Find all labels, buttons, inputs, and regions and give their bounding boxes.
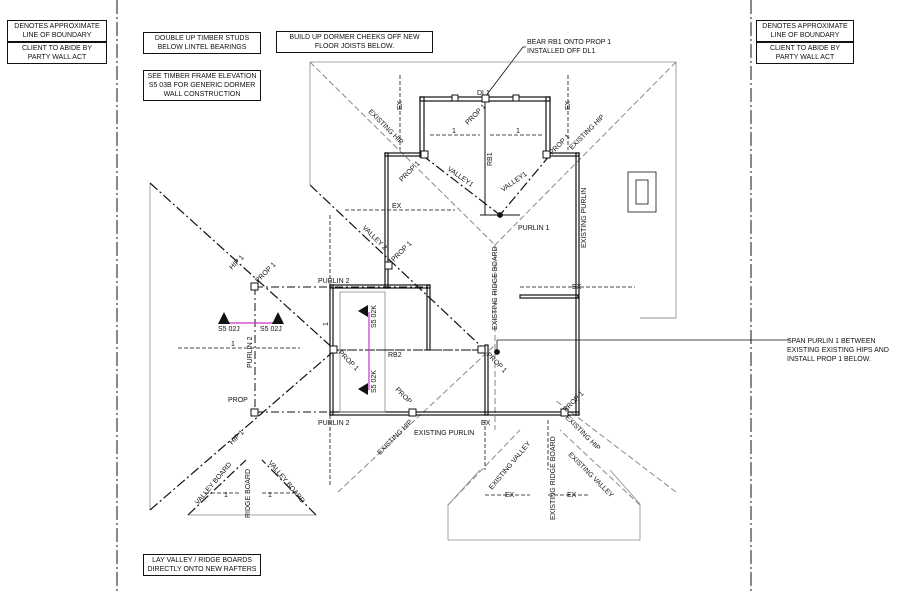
label-purlin2-bottom: PURLIN 2 xyxy=(318,420,350,427)
label-hip1-b: HIP 1 xyxy=(228,429,245,446)
rooflight xyxy=(627,171,657,213)
dimension-arrows xyxy=(178,75,635,496)
label-one-4: 1 xyxy=(224,492,228,499)
label-ex-4: EX xyxy=(565,100,572,110)
label-existing-hip-4: EXISTING HIP xyxy=(564,414,602,452)
label-s5-02j-b: S5 02J xyxy=(260,326,282,333)
section-arrow-bottom xyxy=(358,383,368,395)
label-ex-5: EX xyxy=(505,492,515,499)
boundary-lines xyxy=(116,0,752,592)
note-timber-frame: SEE TIMBER FRAME ELEVATION S5 03B FOR GE… xyxy=(143,70,261,101)
label-purlin2-side: PURLIN 2 xyxy=(247,336,254,368)
label-ex-3: EX xyxy=(397,100,404,110)
label-prop1-c: PROP 1 xyxy=(390,240,413,263)
label-s5-02k-a: S5 02K xyxy=(371,305,378,328)
section-arrow-left xyxy=(218,312,230,324)
label-valley-board-a: VALLEY BOARD xyxy=(194,461,233,506)
section-markers xyxy=(218,305,370,395)
note-lay-valley: LAY VALLEY / RIDGE BOARDS DIRECTLY ONTO … xyxy=(143,554,261,576)
label-one-5: 1 xyxy=(268,492,272,499)
label-purlin1: PURLIN 1 xyxy=(518,225,550,232)
existing-roof-outline xyxy=(149,61,677,541)
label-purlin2-top: PURLIN 2 xyxy=(318,278,350,285)
note-party-wall-right: CLIENT TO ABIDE BY PARTY WALL ACT xyxy=(756,42,854,64)
label-prop-a: PROP xyxy=(394,386,413,405)
label-rb2: RB2 xyxy=(388,352,402,359)
label-prop1-d: PROP 1 xyxy=(398,160,421,183)
note-boundary-left: DENOTES APPROXIMATE LINE OF BOUNDARY xyxy=(7,20,107,42)
label-valley2: VALLEY 2 xyxy=(361,224,388,251)
label-existing-purlin: EXISTING PURLIN xyxy=(414,430,474,437)
label-ex-6: EX xyxy=(567,492,577,499)
label-one-1: 1 xyxy=(452,128,456,135)
label-ex-2: EX xyxy=(572,284,582,291)
label-rb1: RB1 xyxy=(487,152,494,166)
label-existing-hip-3: EXISTING HIP xyxy=(376,419,414,457)
label-existing-hip-2: EXISTING HIP xyxy=(568,114,606,152)
note-party-wall-left: CLIENT TO ABIDE BY PARTY WALL ACT xyxy=(7,42,107,64)
label-existing-purlin-right: EXISTING PURLIN xyxy=(581,188,588,248)
label-existing-ridge-board-lower: EXISTING RIDGE BOARD xyxy=(550,436,557,520)
label-existing-valley-1: EXISTING VALLEY xyxy=(488,440,533,491)
label-prop1-g: PROP 1 xyxy=(464,103,487,126)
prop-nodes xyxy=(250,94,569,417)
section-arrow-right xyxy=(272,312,284,324)
note-timber-studs: DOUBLE UP TIMBER STUDS BELOW LINTEL BEAR… xyxy=(143,32,261,54)
label-valley1-b: VALLEY1 xyxy=(500,171,529,194)
note-span-purlin: SPAN PURLIN 1 BETWEEN EXISTING EXISTING … xyxy=(787,338,889,363)
label-dl1: DL1 xyxy=(477,90,490,97)
label-prop1-a: PROP 1 xyxy=(254,261,277,284)
label-ridge-board: RIDGE BOARD xyxy=(245,469,252,518)
label-prop1-f: PROP 1 xyxy=(562,390,585,413)
note-dormer-cheeks: BUILD UP DORMER CHEEKS OFF NEW FLOOR JOI… xyxy=(276,31,433,53)
section-arrow-top xyxy=(358,305,368,317)
label-one-6: 1 xyxy=(323,322,330,326)
label-s5-02k-b: S5 02K xyxy=(371,370,378,393)
label-existing-hip-1: EXISTING HIP xyxy=(367,108,405,146)
label-valley-board-b: VALLEY BOARD xyxy=(266,460,305,505)
label-ex-7: EX xyxy=(481,420,491,427)
new-hip-lines xyxy=(149,154,551,516)
label-valley1-a: VALLEY1 xyxy=(446,166,475,189)
label-ex-1: EX xyxy=(392,203,402,210)
note-bear-rb1: BEAR RB1 ONTO PROP 1 INSTALLED OFF DL1 xyxy=(527,39,612,55)
label-one-2: 1 xyxy=(516,128,520,135)
note-boundary-right: DENOTES APPROXIMATE LINE OF BOUNDARY xyxy=(756,20,854,42)
label-s5-02j-a: S5 02J xyxy=(218,326,240,333)
plan-labels: DL1 RB1 RB2 PURLIN 1 PURLIN 2 PURLIN 2 P… xyxy=(194,90,614,520)
label-existing-ridge-board: EXISTING RIDGE BOARD xyxy=(492,246,499,330)
dormer-walls xyxy=(329,96,580,416)
label-one-3: 1 xyxy=(231,341,235,348)
label-prop-b: PROP xyxy=(228,397,248,404)
leader-lines xyxy=(484,46,790,355)
